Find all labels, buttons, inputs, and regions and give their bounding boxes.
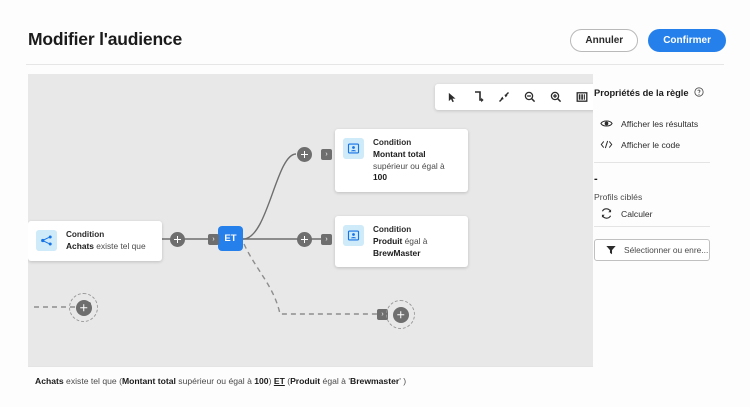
confirm-button[interactable]: Confirmer xyxy=(648,29,726,52)
page-title: Modifier l'audience xyxy=(28,29,182,49)
canvas-toolbar[interactable] xyxy=(435,84,593,110)
node-text-bold-2: 100 xyxy=(373,172,387,182)
sidebar-item-afficher-resultats[interactable]: Afficher les résultats xyxy=(600,117,698,130)
expr-p11: Brewmaster xyxy=(350,375,400,386)
add-node-button-produit[interactable] xyxy=(297,232,312,247)
expr-p10: égal à ' xyxy=(320,375,350,386)
profile-card-icon xyxy=(343,225,364,246)
select-or-save-label: Sélectionner ou enre... xyxy=(624,245,709,255)
fit-to-screen-icon[interactable] xyxy=(492,86,516,108)
redo-arrow-icon[interactable] xyxy=(466,86,490,108)
condition-node-produit[interactable]: Condition Produit égal à BrewMaster xyxy=(335,216,468,267)
expand-chevron-ghost-right[interactable]: › xyxy=(377,309,388,320)
page-header: Modifier l'audience Annuler Confirmer xyxy=(0,0,750,65)
node-kind-label: Condition xyxy=(66,230,105,239)
refresh-icon xyxy=(600,207,613,220)
expr-p9: Produit xyxy=(290,375,321,386)
cancel-button[interactable]: Annuler xyxy=(570,29,639,52)
layout-panel-icon[interactable] xyxy=(570,86,593,108)
zoom-out-icon[interactable] xyxy=(518,86,542,108)
sidebar-item-label: Afficher le code xyxy=(621,139,681,150)
ghost-add-node-left[interactable] xyxy=(69,293,98,322)
plus-icon xyxy=(392,306,409,323)
zoom-in-icon[interactable] xyxy=(544,86,568,108)
expr-p8: ( xyxy=(284,375,291,386)
node-text-bold-2: BrewMaster xyxy=(373,247,421,258)
share-nodes-icon xyxy=(36,230,57,251)
node-description: Montant total supérieur ou égal à 100 xyxy=(373,149,458,184)
node-kind-label: Condition xyxy=(373,225,412,234)
sidebar-title: Propriétés de la règle xyxy=(594,88,689,98)
sidebar-divider-2 xyxy=(594,226,710,227)
rule-builder-canvas[interactable]: Condition Achats existe tel que Conditio… xyxy=(28,74,593,366)
node-body: Condition Montant total supérieur ou éga… xyxy=(373,137,458,184)
node-body: Condition Produit égal à BrewMaster xyxy=(373,224,427,259)
expr-p2: existe tel que ( xyxy=(63,375,122,386)
profile-card-icon xyxy=(343,138,364,159)
condition-node-montant-total[interactable]: Condition Montant total supérieur ou éga… xyxy=(335,129,468,192)
eye-icon xyxy=(600,117,613,130)
node-text-bold: Montant total xyxy=(373,149,426,159)
operator-node-et[interactable]: ET xyxy=(218,226,243,251)
node-text-rest: supérieur ou égal à xyxy=(373,160,445,171)
sidebar-title-row: Propriétés de la règle xyxy=(594,87,704,99)
targeted-profiles-count: - xyxy=(594,173,598,185)
rule-properties-sidebar: Propriétés de la règle Afficher les résu… xyxy=(594,74,724,366)
node-text-bold: Achats xyxy=(66,241,94,251)
node-description: Produit égal à BrewMaster xyxy=(373,236,427,259)
header-actions: Annuler Confirmer xyxy=(570,29,726,52)
code-brackets-icon xyxy=(600,138,613,151)
calculate-button[interactable]: Calculer xyxy=(600,207,653,220)
node-body: Condition Achats existe tel que xyxy=(66,229,146,253)
expand-chevron-montant[interactable]: › xyxy=(321,149,332,160)
targeted-profiles-label: Profils ciblés xyxy=(594,192,643,202)
funnel-icon xyxy=(604,244,617,257)
header-divider xyxy=(26,64,724,65)
node-description: Achats existe tel que xyxy=(66,241,146,253)
sidebar-item-afficher-code[interactable]: Afficher le code xyxy=(600,138,680,151)
add-node-button-montant[interactable] xyxy=(297,147,312,162)
connector-lines xyxy=(34,153,388,315)
calculate-label: Calculer xyxy=(621,208,653,219)
condition-node-achats[interactable]: Condition Achats existe tel que xyxy=(28,221,162,261)
expand-chevron-before-et[interactable]: › xyxy=(208,234,219,245)
node-text-rest: égal à xyxy=(402,236,428,246)
sidebar-item-label: Afficher les résultats xyxy=(621,118,699,129)
expr-operator: ET xyxy=(273,375,285,386)
expression-bar: Achats existe tel que (Montant total sup… xyxy=(28,366,593,394)
expr-p12: ' ) xyxy=(399,375,407,386)
add-node-button-before-et[interactable] xyxy=(170,232,185,247)
sidebar-divider-1 xyxy=(594,162,710,163)
expr-p5: 100 xyxy=(254,375,269,386)
plus-icon xyxy=(75,299,92,316)
node-text-bold: Produit xyxy=(373,236,403,246)
expand-chevron-produit[interactable]: › xyxy=(321,234,332,245)
ghost-add-node-right[interactable] xyxy=(386,300,415,329)
expr-p4: supérieur ou égal à xyxy=(175,375,255,386)
select-or-save-button[interactable]: Sélectionner ou enre... xyxy=(594,239,710,261)
expr-p1: Achats xyxy=(35,375,64,386)
node-kind-label: Condition xyxy=(373,138,412,147)
help-circle-icon[interactable] xyxy=(693,87,704,99)
rule-expression-text: Achats existe tel que (Montant total sup… xyxy=(35,375,406,387)
node-text-rest: existe tel que xyxy=(93,241,146,251)
select-cursor-icon[interactable] xyxy=(440,86,464,108)
expr-p3: Montant total xyxy=(121,375,176,386)
expr-p6: ) xyxy=(268,375,274,386)
